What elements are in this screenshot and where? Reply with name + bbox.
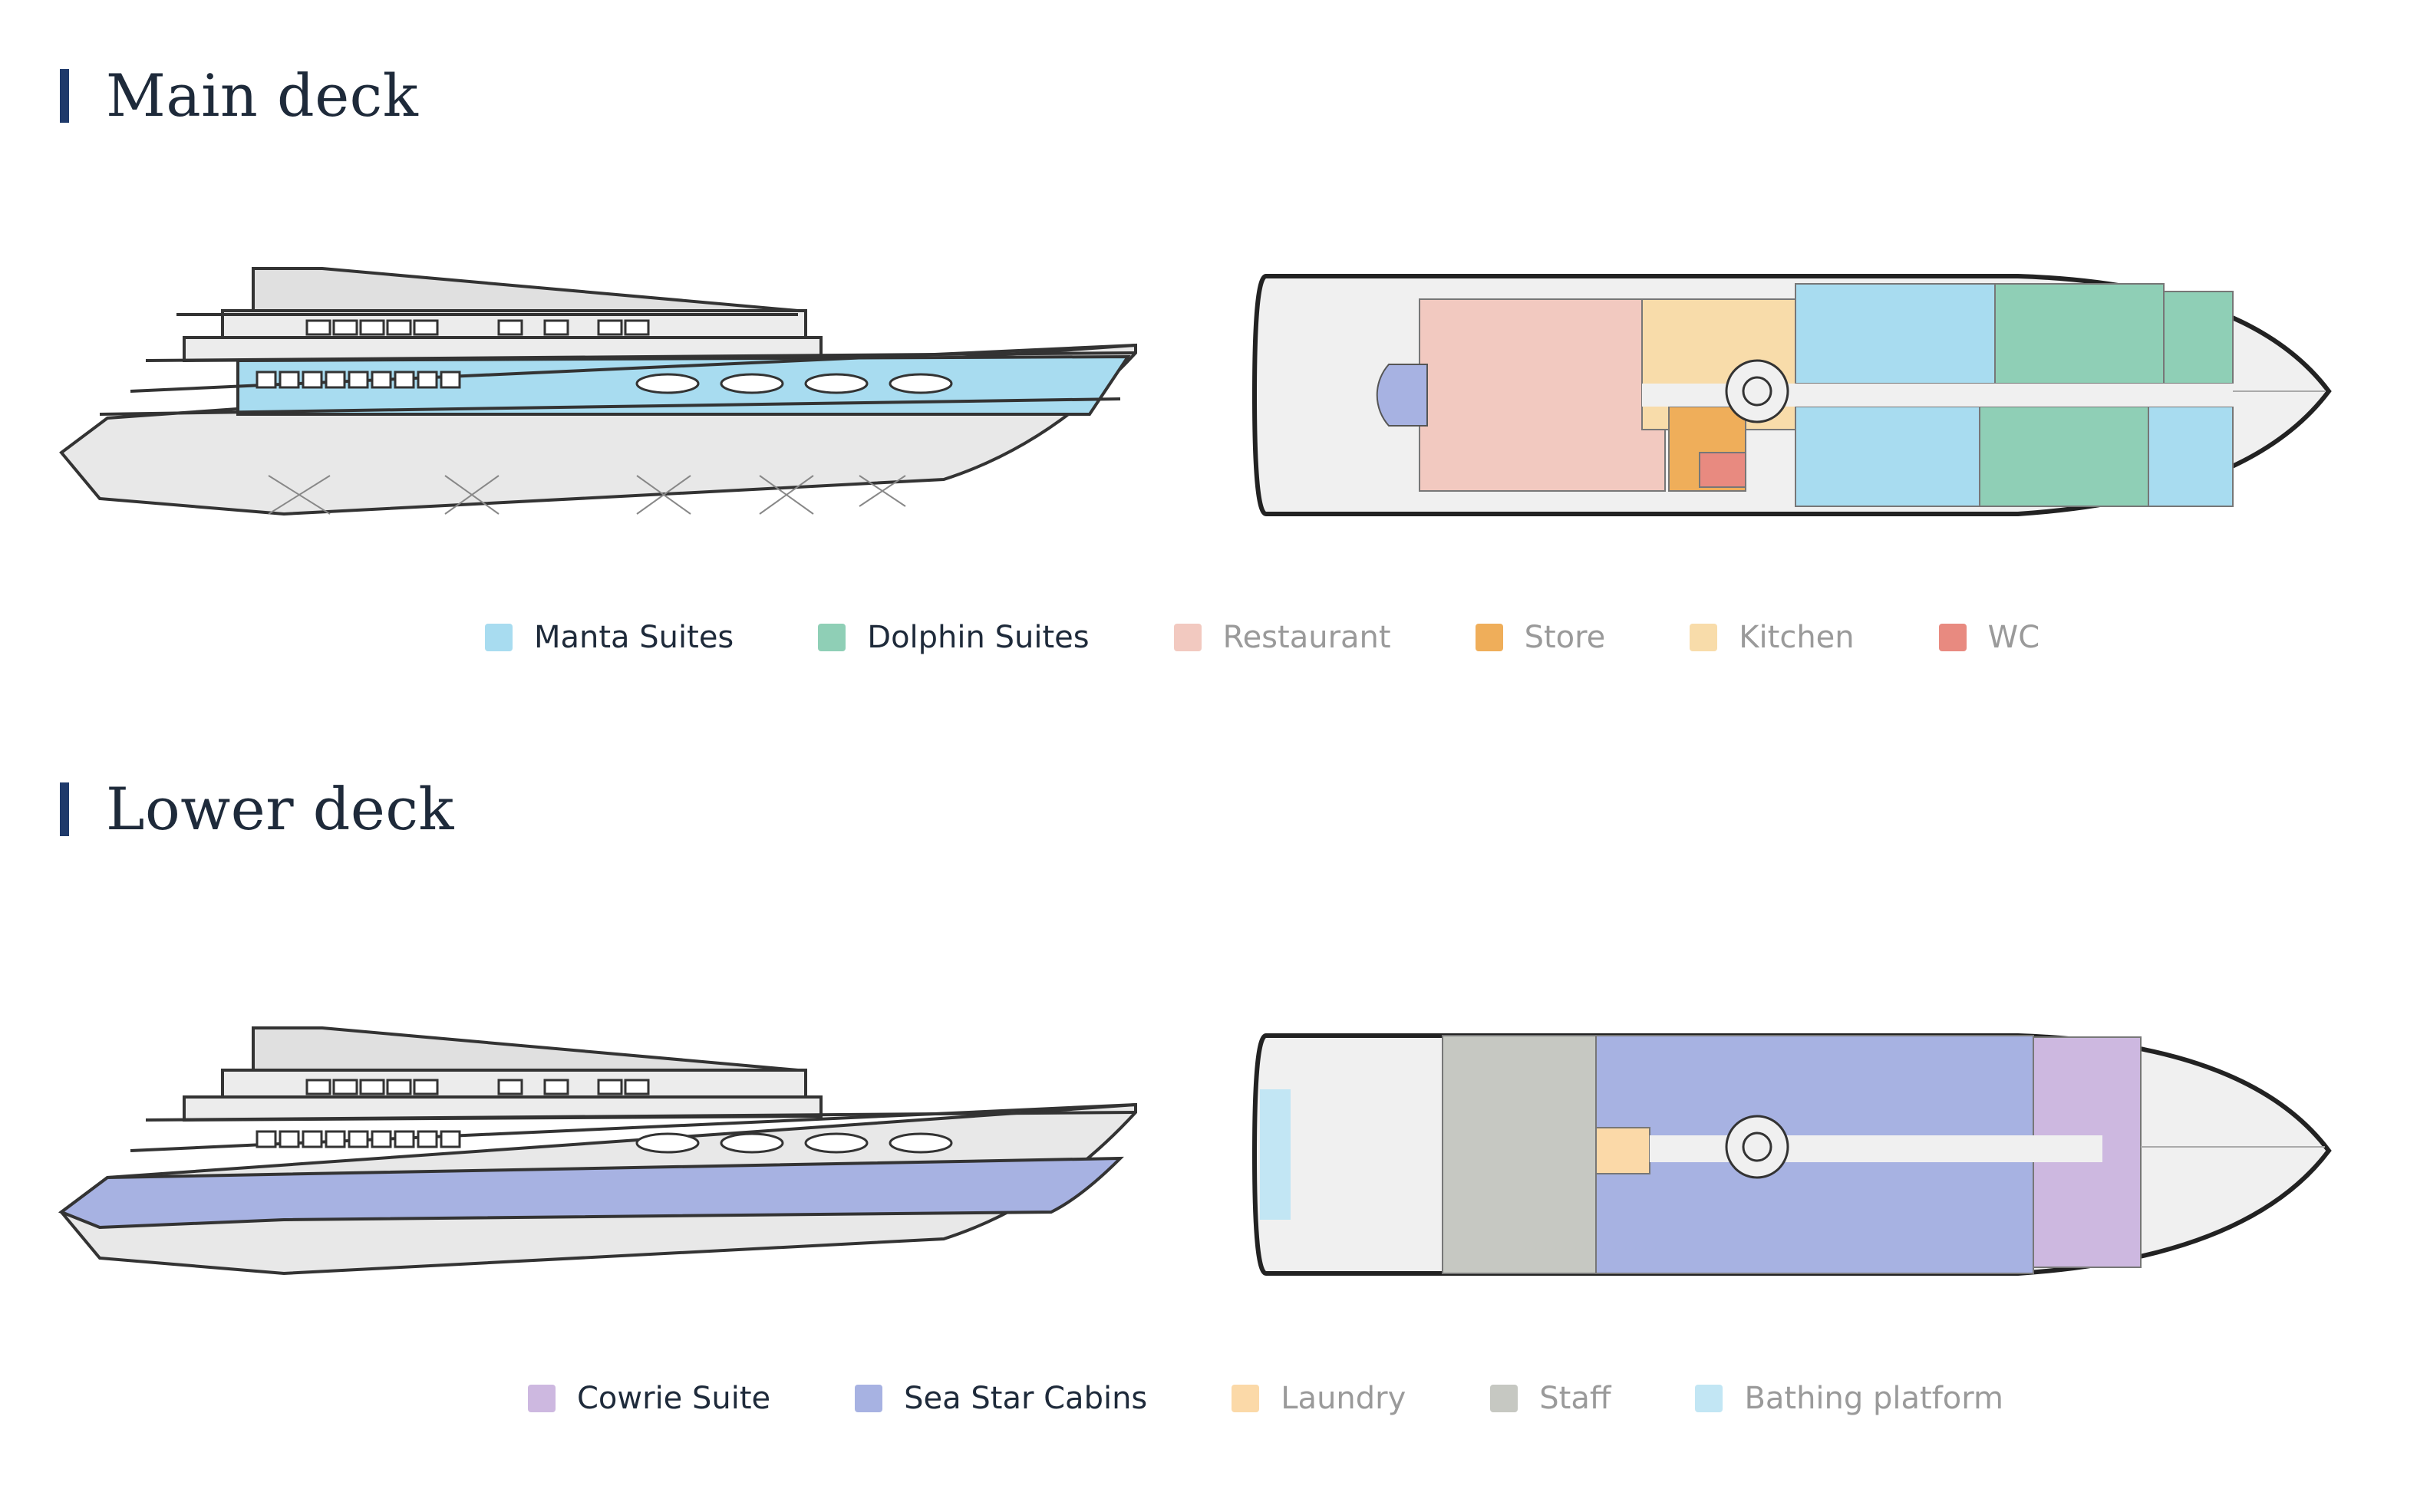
legend-item-dolphin-suites[interactable]: Dolphin Suites [818, 620, 1090, 655]
legend-label: Dolphin Suites [867, 620, 1090, 655]
legend-swatch [1232, 1385, 1260, 1412]
lower-deck-title: Lower deck [106, 775, 454, 843]
legend-swatch [485, 624, 513, 651]
legend-label: Manta Suites [534, 620, 734, 655]
main-deck-legend: Manta Suites Dolphin Suites Restaurant S… [485, 620, 2039, 655]
main-deck-heading: Main deck [60, 61, 418, 130]
legend-item-kitchen[interactable]: Kitchen [1690, 620, 1855, 655]
legend-label: Sea Star Cabins [904, 1381, 1148, 1416]
legend-item-sea-star-cabins[interactable]: Sea Star Cabins [855, 1381, 1147, 1416]
heading-accent-bar [60, 68, 69, 123]
legend-item-store[interactable]: Store [1475, 620, 1606, 655]
legend-item-manta-suites[interactable]: Manta Suites [485, 620, 734, 655]
legend-swatch [1475, 624, 1503, 651]
legend-item-laundry[interactable]: Laundry [1232, 1381, 1406, 1416]
legend-label: Kitchen [1739, 620, 1855, 655]
legend-label: Cowrie Suite [577, 1381, 771, 1416]
legend-swatch [818, 624, 846, 651]
legend-item-wc[interactable]: WC [1938, 620, 2040, 655]
legend-swatch [1690, 624, 1718, 651]
legend-label: WC [1987, 620, 2040, 655]
lower-deck-floor-plan [1251, 1033, 2332, 1276]
legend-item-restaurant[interactable]: Restaurant [1173, 620, 1391, 655]
legend-item-bathing-platform[interactable]: Bathing platform [1695, 1381, 2003, 1416]
lower-deck-side-profile [58, 1026, 1137, 1276]
main-deck-section: Main deck [0, 0, 2417, 736]
legend-label: Store [1524, 620, 1606, 655]
legend-label: Laundry [1281, 1381, 1406, 1416]
heading-accent-bar [60, 782, 69, 836]
main-deck-floor-plan [1251, 274, 2332, 516]
legend-swatch [855, 1385, 883, 1412]
legend-swatch [1695, 1385, 1723, 1412]
main-deck-side-profile [59, 267, 1137, 516]
main-deck-title: Main deck [106, 61, 419, 130]
legend-label: Bathing platform [1744, 1381, 2003, 1416]
lower-deck-heading: Lower deck [60, 775, 454, 843]
legend-label: Restaurant [1222, 620, 1391, 655]
legend-swatch [1173, 624, 1202, 651]
legend-item-cowrie-suite[interactable]: Cowrie Suite [528, 1381, 770, 1416]
lower-deck-legend: Cowrie Suite Sea Star Cabins Laundry Sta… [528, 1381, 2003, 1416]
legend-label: Staff [1539, 1381, 1611, 1416]
legend-item-staff[interactable]: Staff [1490, 1381, 1611, 1416]
legend-swatch [1490, 1385, 1518, 1412]
legend-swatch [1938, 624, 1967, 651]
legend-swatch [528, 1385, 556, 1412]
lower-deck-section: Lower deck Cow [0, 736, 2417, 1512]
